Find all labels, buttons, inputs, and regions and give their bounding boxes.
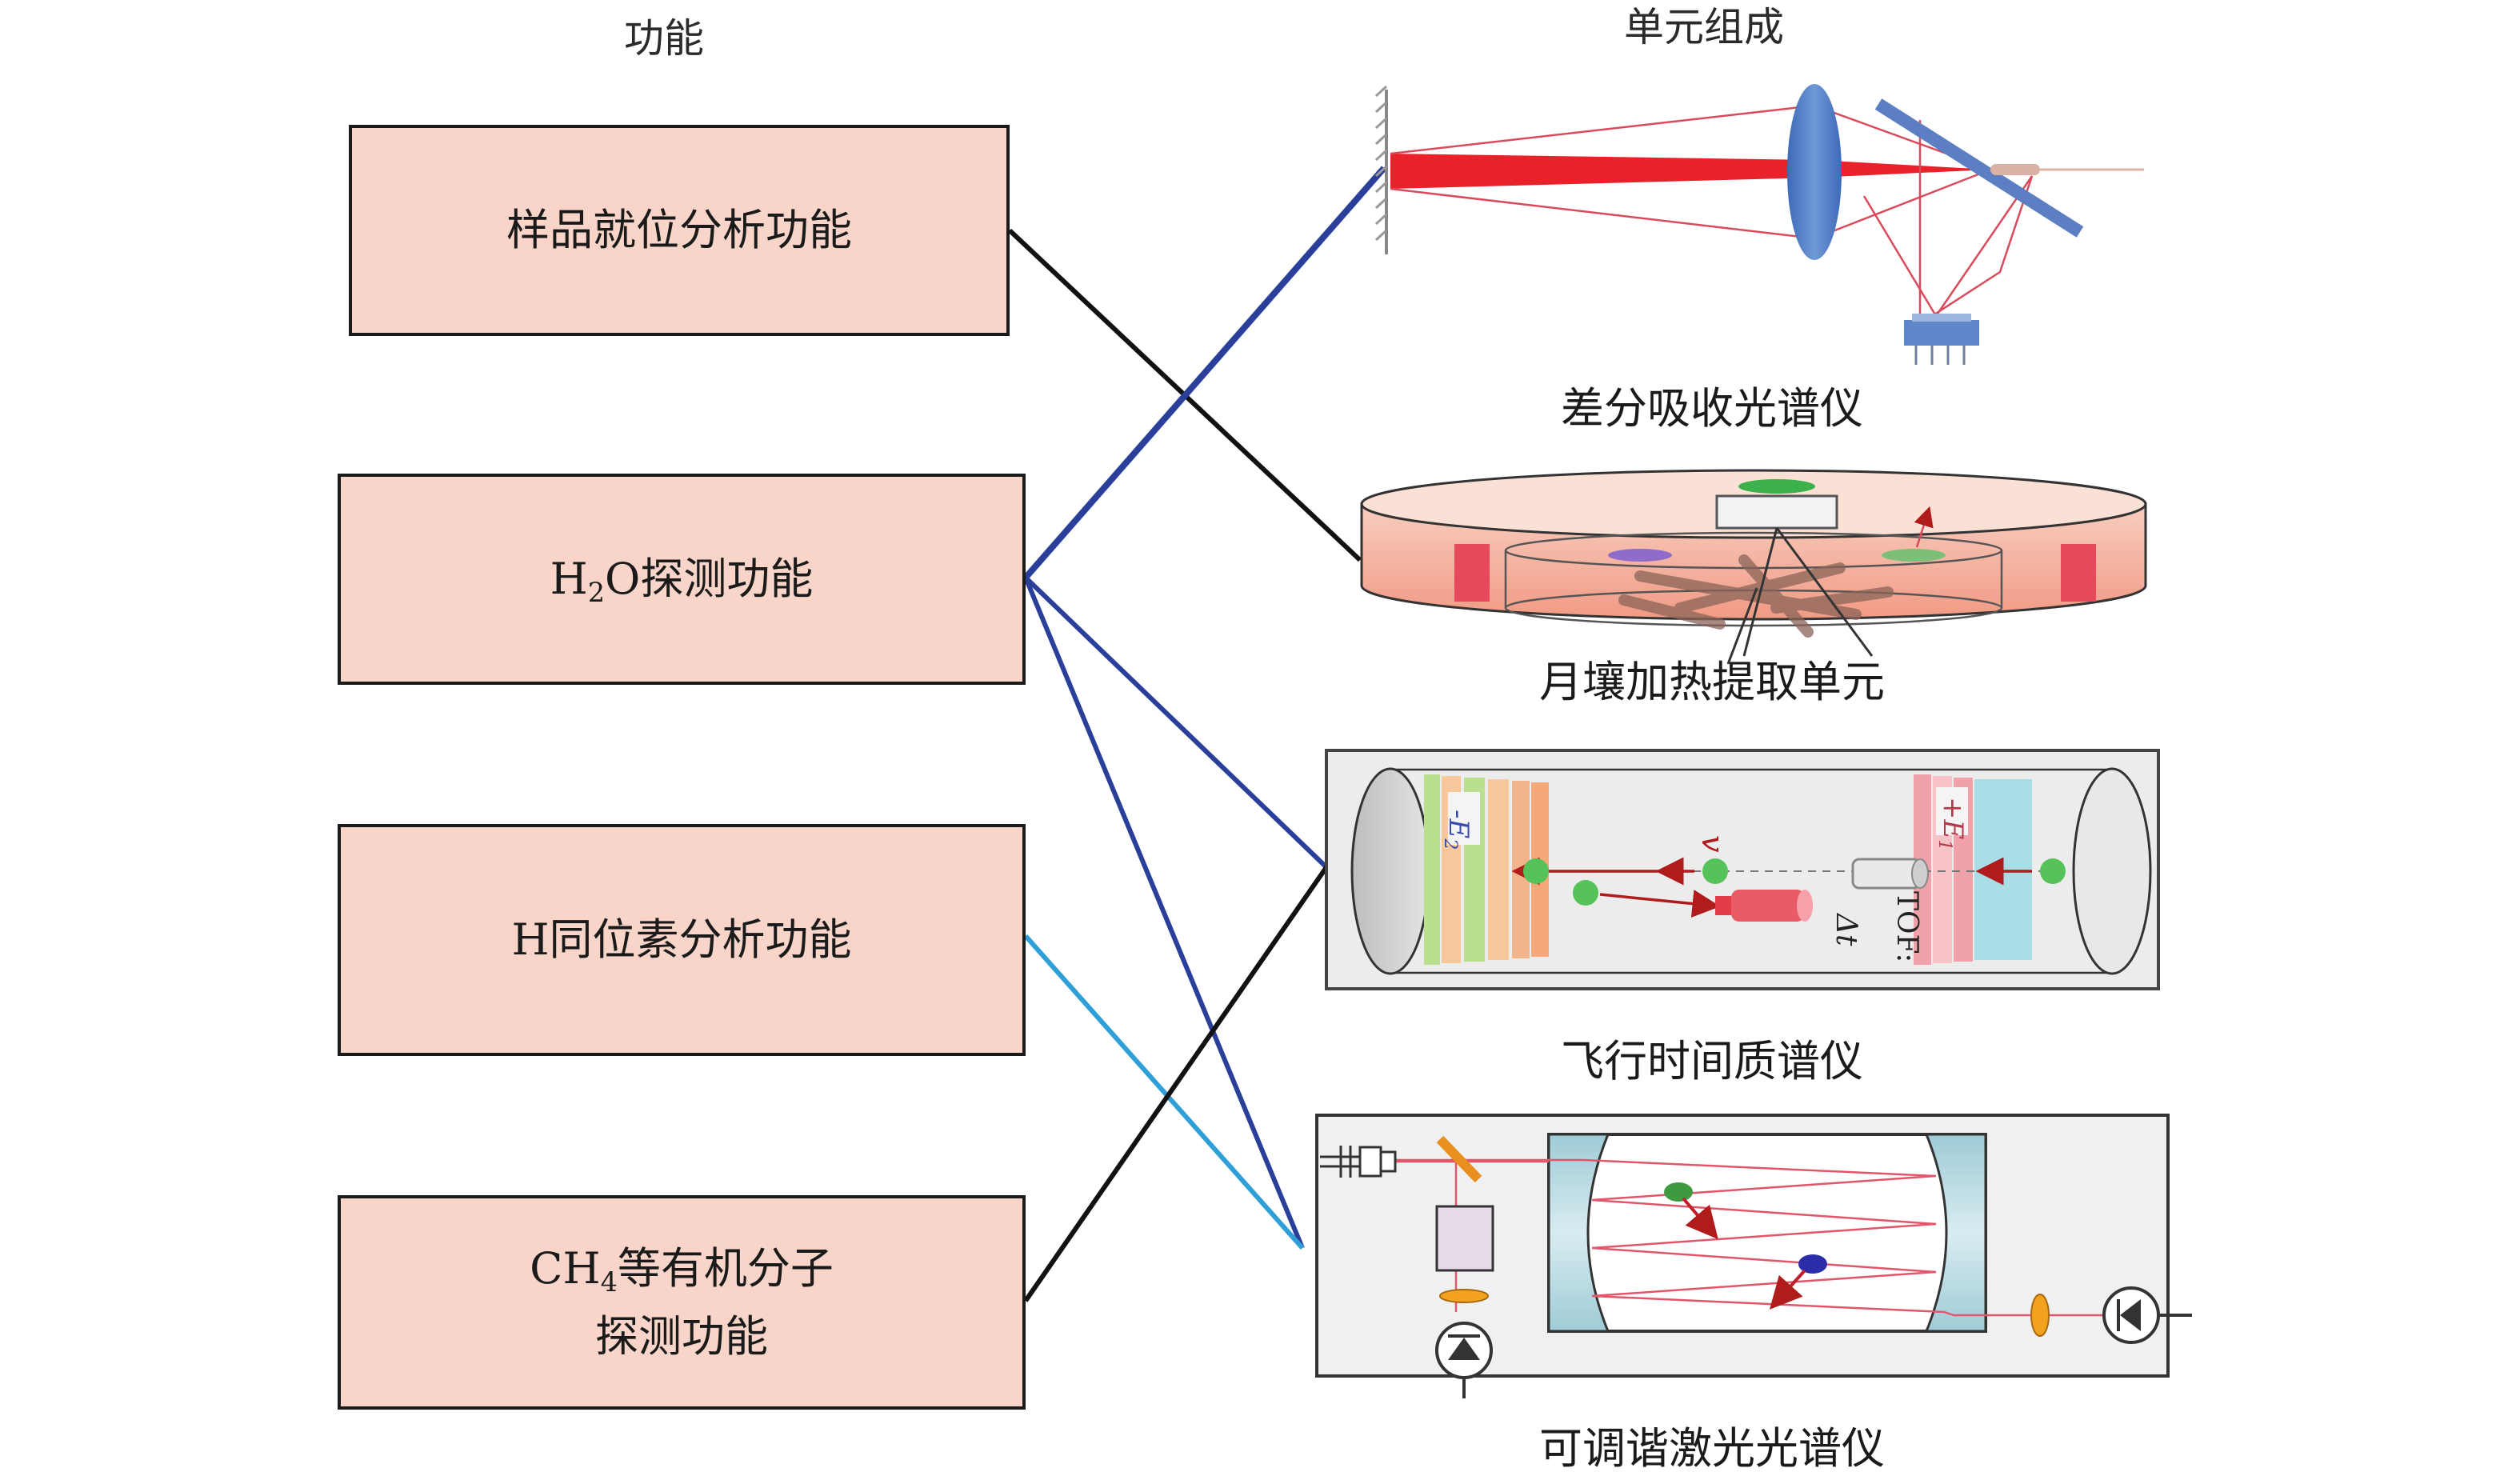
function-label: H同位素分析功能 (511, 914, 852, 966)
svg-text:-E2: -E2 (1440, 810, 1474, 850)
tof-illustration: -E2 +E1 v TOF: Δt (1325, 749, 2160, 990)
svg-text:+E1: +E1 (1934, 797, 1969, 850)
link-h2o-to-doas (1022, 166, 1387, 580)
functions-header: 功能 (624, 15, 704, 62)
unit-caption-tof: 飞行时间质谱仪 (1561, 1036, 1863, 1086)
link-lines (1007, 166, 1387, 1302)
function-box-ch4-organic-detection: CH4等有机分子 探测功能 (338, 1195, 1026, 1410)
link-ch4-to-tof (1023, 866, 1329, 1302)
function-label: 样品就位分析功能 (506, 205, 852, 256)
link-hiso-to-tdlas (1023, 934, 1305, 1250)
label-tof: TOF: (1890, 891, 1923, 962)
units-header: 单元组成 (1624, 4, 1784, 50)
label-dt: Δt (1830, 912, 1862, 946)
heater-illustration (1360, 469, 2147, 665)
label-e1: +E (1937, 797, 1969, 839)
function-label: H2O探测功能 (550, 553, 814, 608)
function-box-sample-analysis: 样品就位分析功能 (349, 125, 1010, 336)
label-e1-sub: 1 (1934, 839, 1954, 850)
label-e2-sub: 2 (1440, 838, 1460, 850)
label-v: v (1695, 835, 1730, 853)
label-e2: -E (1442, 810, 1474, 838)
unit-caption-tdlas: 可调谐激光光谱仪 (1539, 1423, 1885, 1474)
function-box-h2o-detection: H2O探测功能 (338, 474, 1026, 685)
unit-caption-doas: 差分吸收光谱仪 (1561, 383, 1863, 434)
link-h2o-to-tdlas (1023, 576, 1305, 1250)
link-h2o-to-tof (1023, 575, 1329, 870)
function-box-h-isotope-analysis: H同位素分析功能 (338, 824, 1026, 1056)
unit-caption-heater: 月壤加热提取单元 (1539, 657, 1885, 707)
function-label: CH4等有机分子 探测功能 (530, 1242, 834, 1362)
tdlas-illustration (1315, 1114, 2192, 1398)
doas-illustration (1374, 84, 2144, 365)
